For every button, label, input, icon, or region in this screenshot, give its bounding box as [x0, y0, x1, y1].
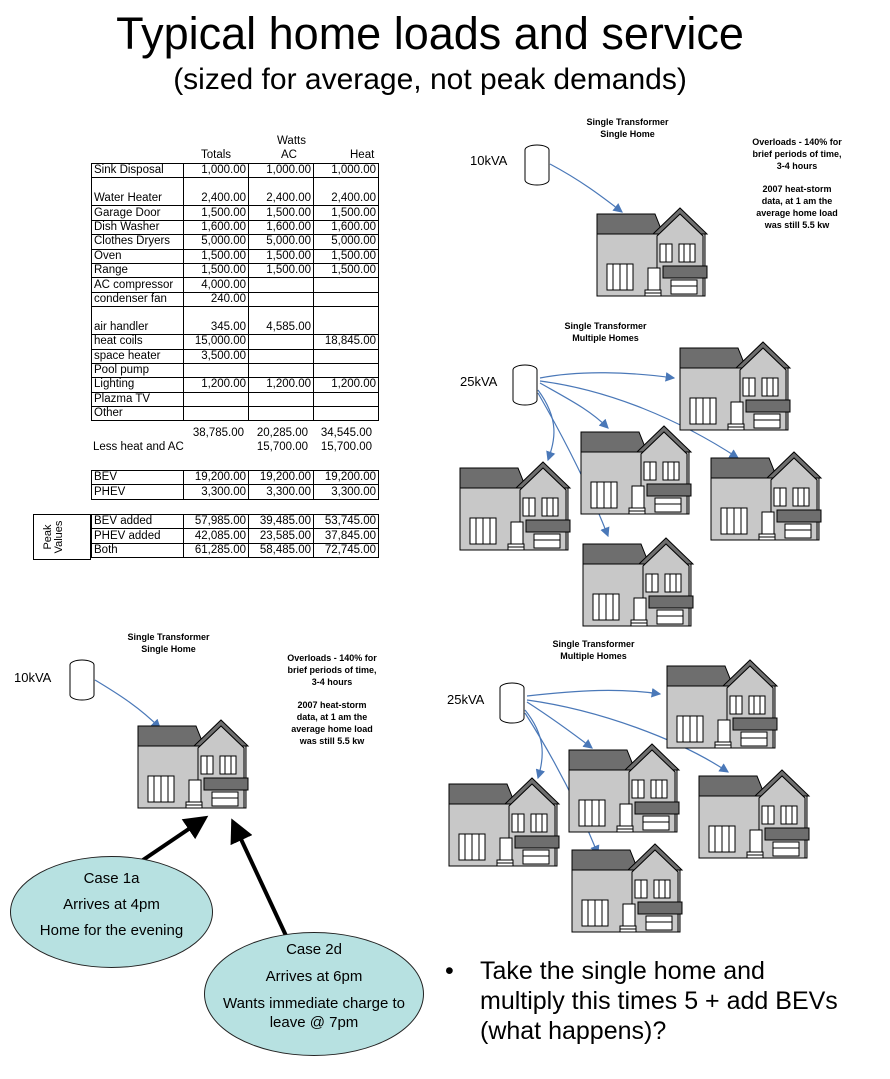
house-icon	[137, 717, 249, 809]
cell-totals: 61,285.00	[183, 542, 249, 559]
house-icon	[580, 423, 692, 515]
transformer-icon	[499, 682, 525, 724]
house-icon	[459, 459, 571, 551]
house-icon	[698, 767, 810, 859]
case2-bubble: Case 2d Arrives at 6pm Wants immediate c…	[204, 932, 424, 1056]
cell-totals: 3,500.00	[183, 348, 249, 364]
house-icon	[666, 657, 778, 749]
less-heat: 15,700.00	[320, 440, 372, 453]
house-icon	[596, 205, 708, 297]
sum-ac: 20,285.00	[256, 427, 308, 440]
header-watts: Watts	[277, 135, 306, 147]
table-row: Other	[91, 406, 379, 422]
cell-label: Lighting	[91, 377, 184, 393]
cell-ac: 19,200.00	[248, 469, 314, 486]
house-icon	[582, 535, 694, 627]
header-totals: Totals	[201, 149, 232, 161]
header-ac: AC	[281, 149, 297, 161]
sum-row: 38,785.00 20,285.00 34,545.00 Less heat …	[91, 427, 374, 454]
cell-heat: 72,745.00	[313, 542, 379, 559]
cell-label: Water Heater	[91, 177, 184, 207]
house-icon	[679, 339, 791, 431]
bullet-dot: •	[445, 957, 454, 985]
cell-totals: 1,000.00	[183, 162, 249, 179]
cell-totals: 1,500.00	[183, 205, 249, 221]
case2-arrow	[230, 818, 290, 941]
cell-label: Both	[91, 542, 184, 559]
case1-arrow	[138, 815, 209, 864]
cell-label: condenser fan	[91, 291, 184, 308]
peak-values-label: Peak Values	[33, 514, 91, 560]
cell-totals: 1,600.00	[183, 219, 249, 236]
case1-bubble: Case 1a Arrives at 4pm Home for the even…	[10, 856, 213, 968]
page-title: Typical home loads and service	[116, 8, 744, 59]
cell-ac: 2,400.00	[248, 177, 314, 207]
transformer-icon	[69, 659, 95, 701]
sum-heat: 34,545.00	[320, 427, 372, 440]
less-label: Less heat and AC	[93, 440, 184, 453]
cell-ac: 1,000.00	[248, 162, 314, 179]
cell-ac: 1,200.00	[248, 377, 314, 393]
transformer-icon	[524, 144, 550, 186]
cell-heat: 1,000.00	[313, 162, 379, 179]
cell-totals: 3,300.00	[183, 484, 249, 500]
house-icon	[571, 841, 683, 933]
less-ac: 15,700.00	[256, 440, 308, 453]
cell-totals: 42,085.00	[183, 528, 249, 544]
header-heat: Heat	[350, 149, 375, 161]
top-multi-kva: 25kVA	[460, 374, 498, 389]
cell-label: PHEV	[91, 484, 184, 500]
transformer-icon	[512, 364, 538, 406]
table-row: Pool pump	[91, 362, 379, 379]
cell-label: space heater	[91, 348, 184, 364]
bullet-text: Take the single home and multiply this t…	[480, 957, 838, 1045]
cell-ac: 3,300.00	[248, 484, 314, 500]
cell-totals: 1,500.00	[183, 248, 249, 264]
cell-heat	[313, 406, 379, 422]
house-icon	[568, 741, 680, 833]
bottom-single-kva: 10kVA	[14, 670, 52, 685]
cell-ac: 58,485.00	[248, 542, 314, 559]
cell-heat: 3,300.00	[313, 484, 379, 500]
bottom-multi-kva: 25kVA	[447, 692, 485, 707]
page-subtitle: (sized for average, not peak demands)	[173, 63, 687, 96]
cell-heat: 2,400.00	[313, 177, 379, 207]
sum-totals: 38,785.00	[192, 427, 244, 440]
cell-heat: 1,500.00	[313, 248, 379, 264]
cell-label: Sink Disposal	[91, 162, 184, 179]
house-icon	[448, 775, 560, 867]
cell-heat	[313, 291, 379, 308]
cell-ac: 23,585.00	[248, 528, 314, 544]
cell-totals: 1,500.00	[183, 262, 249, 279]
cell-heat: 19,200.00	[313, 469, 379, 486]
cell-label: Pool pump	[91, 362, 184, 379]
top-single-kva: 10kVA	[470, 153, 508, 168]
house-icon	[710, 449, 822, 541]
